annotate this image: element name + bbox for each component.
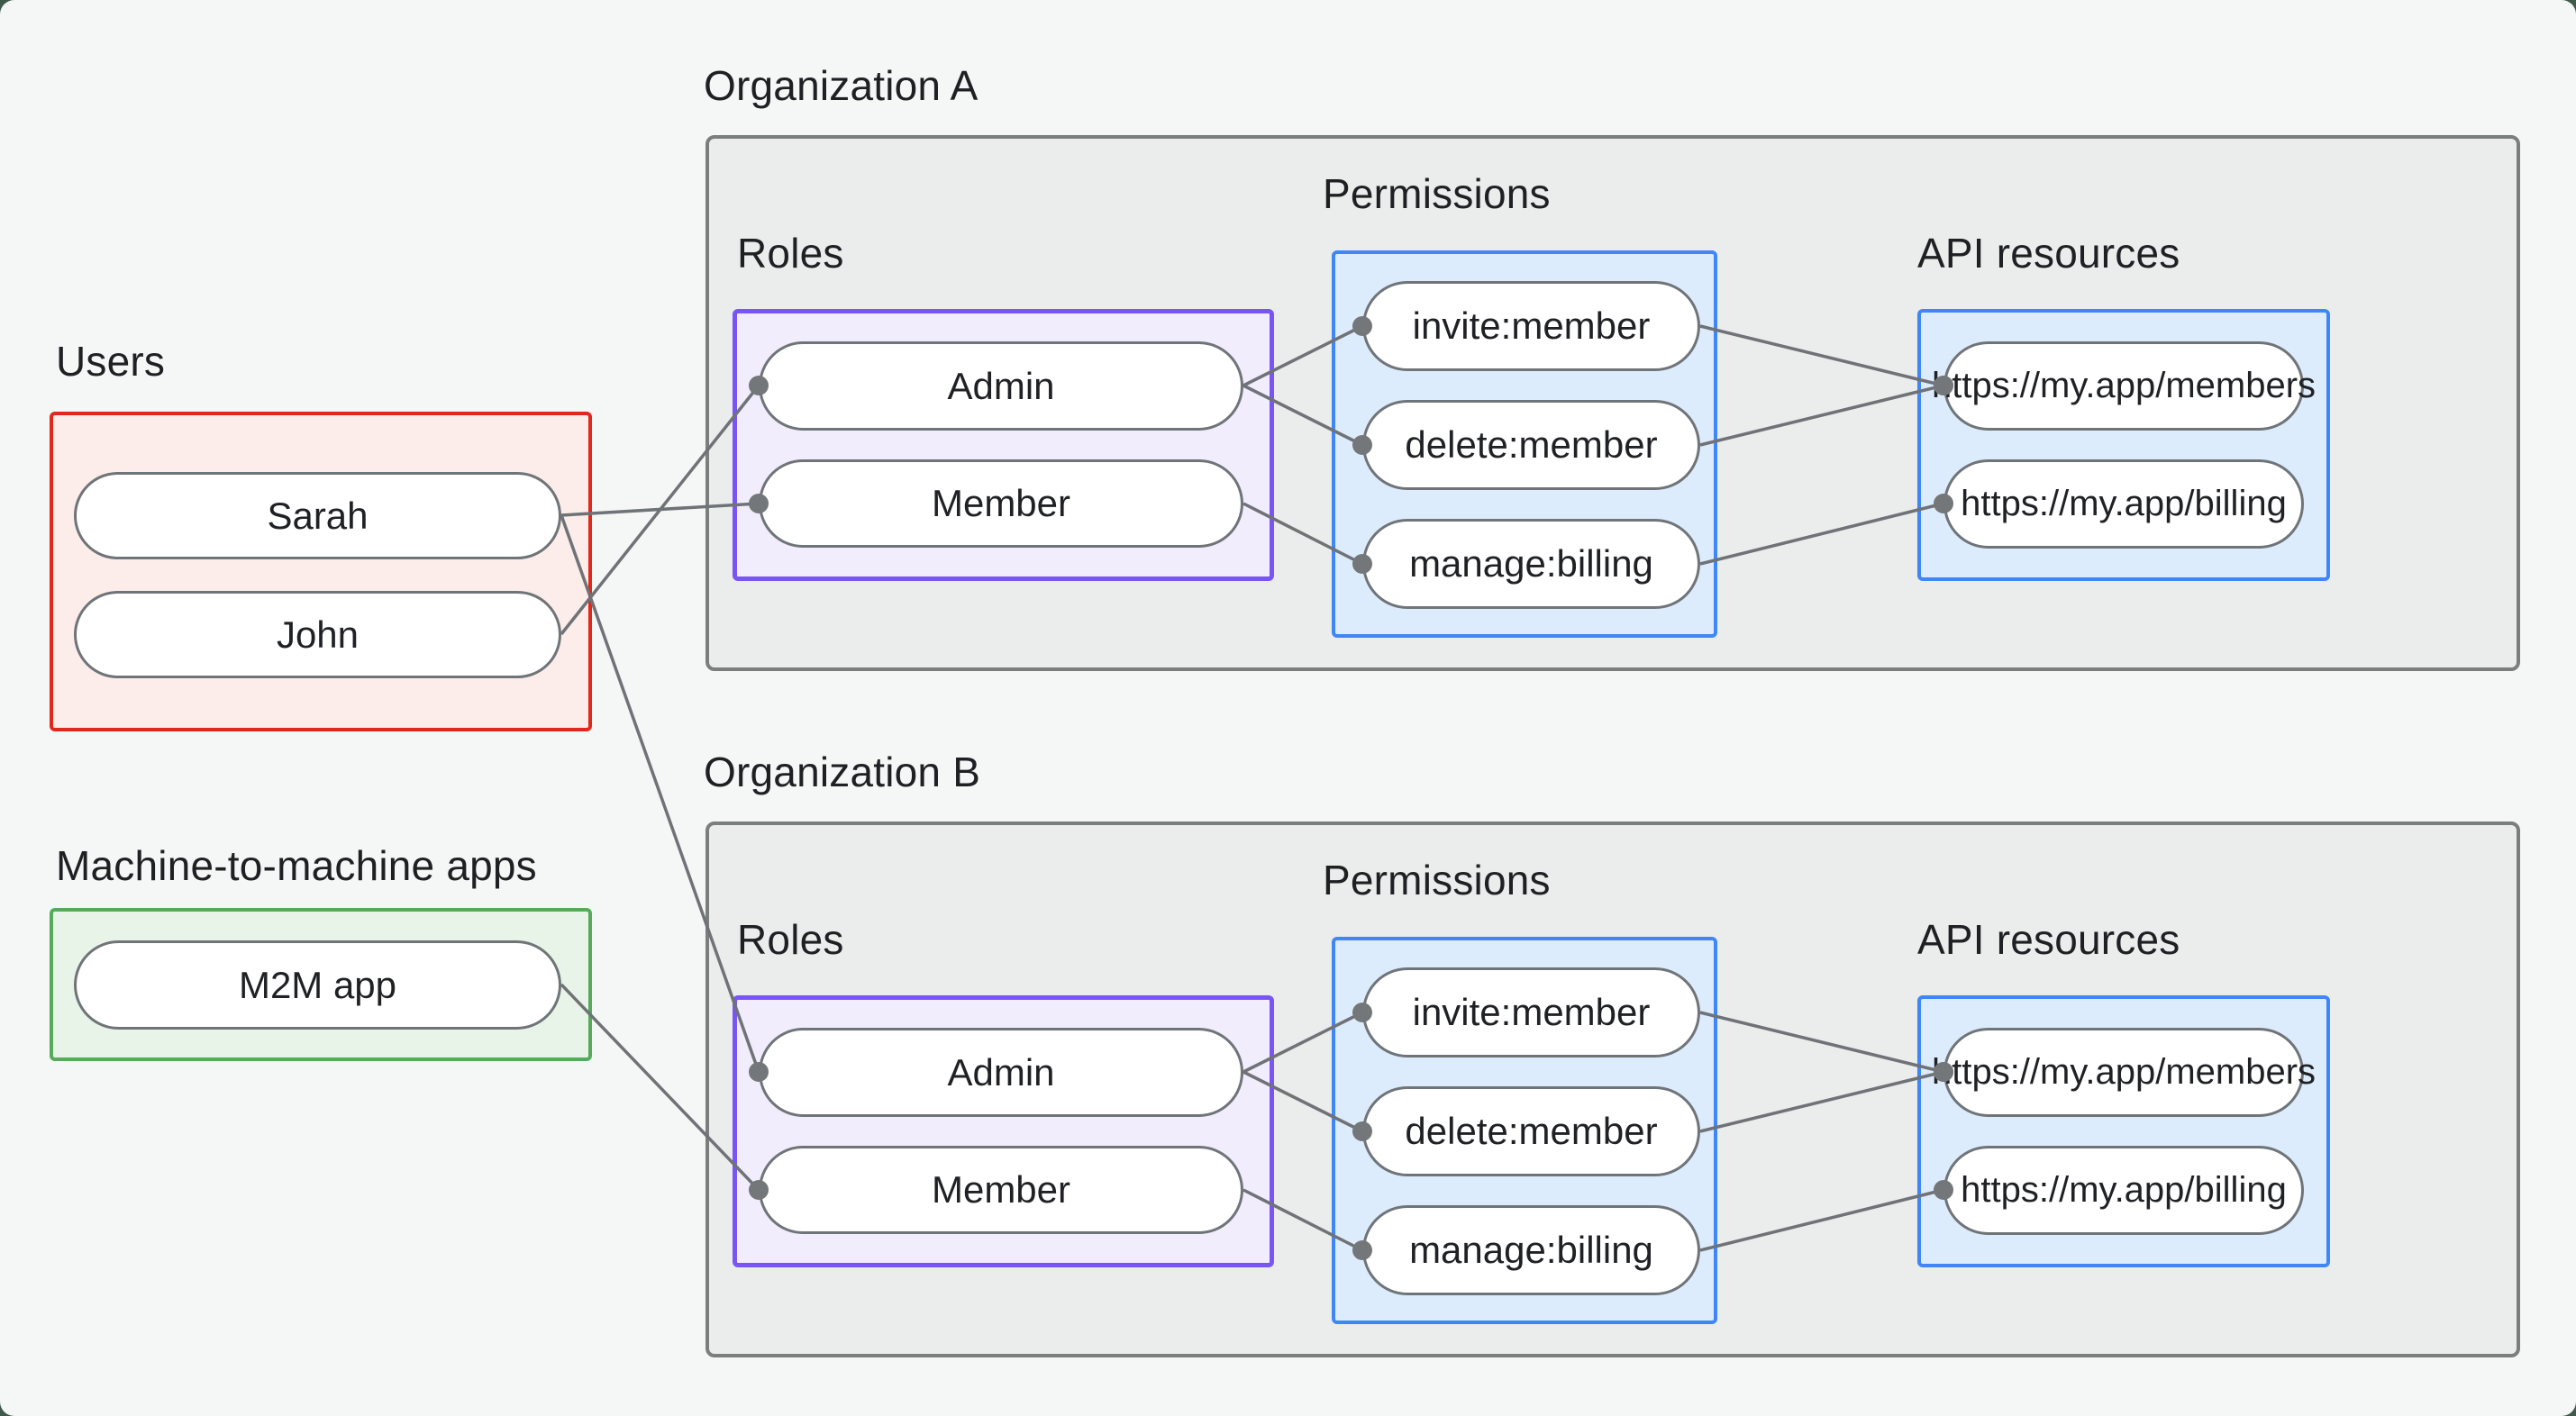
users-group-box: [50, 412, 592, 731]
org-b-api-title: API resources: [1917, 916, 2180, 963]
org-a-roles-title: Roles: [737, 230, 844, 277]
org-a-title: Organization A: [704, 62, 979, 109]
node-org-a-api-members: https://my.app/members: [1932, 341, 2316, 431]
org-b-title: Organization B: [704, 749, 981, 795]
org-b-permissions-title: Permissions: [1323, 857, 1551, 903]
node-m2m-app: M2M app: [74, 940, 561, 1030]
node-user-john: John: [74, 591, 561, 678]
node-org-b-api-members: https://my.app/members: [1932, 1028, 2316, 1117]
m2m-group-title: Machine-to-machine apps: [56, 842, 537, 889]
node-org-b-perm-manage: manage:billing: [1362, 1205, 1700, 1295]
node-org-b-role-member: Member: [759, 1146, 1243, 1234]
node-org-b-perm-delete: delete:member: [1362, 1086, 1700, 1176]
node-org-a-role-admin: Admin: [759, 341, 1243, 431]
org-b-roles-title: Roles: [737, 916, 844, 963]
node-org-a-role-member: Member: [759, 459, 1243, 548]
node-org-a-perm-manage: manage:billing: [1362, 519, 1700, 609]
node-org-b-api-billing: https://my.app/billing: [1943, 1146, 2304, 1235]
node-org-a-api-billing: https://my.app/billing: [1943, 459, 2304, 549]
org-a-api-title: API resources: [1917, 230, 2180, 277]
node-user-sarah: Sarah: [74, 472, 561, 559]
node-org-a-perm-delete: delete:member: [1362, 400, 1700, 490]
org-a-permissions-title: Permissions: [1323, 170, 1551, 217]
node-org-b-perm-invite: invite:member: [1362, 967, 1700, 1057]
node-org-b-role-admin: Admin: [759, 1028, 1243, 1117]
users-group-title: Users: [56, 338, 166, 385]
node-org-a-perm-invite: invite:member: [1362, 281, 1700, 371]
